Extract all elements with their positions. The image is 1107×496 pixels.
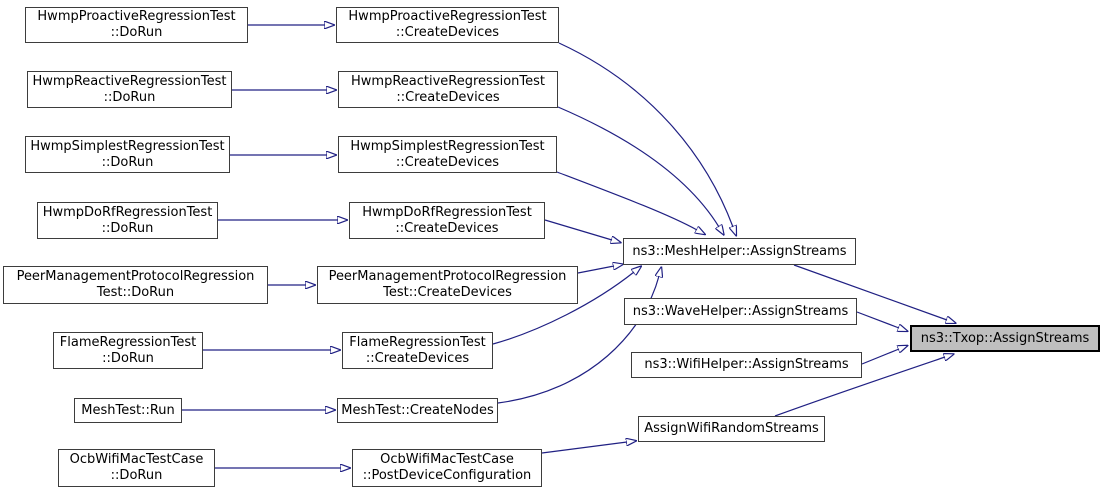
node-meshhelper-assignstreams[interactable]: ns3::MeshHelper::AssignStreams xyxy=(623,238,856,265)
node-hwmp-dorf-dorun[interactable]: HwmpDoRfRegressionTest ::DoRun xyxy=(37,202,218,239)
edge-hwmp-proactive-create-to-meshhelper xyxy=(558,42,733,227)
node-ocb-dorun[interactable]: OcbWifiMacTestCase ::DoRun xyxy=(58,449,215,487)
node-peer-mgmt-dorun[interactable]: PeerManagementProtocolRegression Test::D… xyxy=(3,266,268,304)
node-hwmp-proactive-dorun[interactable]: HwmpProactiveRegressionTest ::DoRun xyxy=(25,7,248,43)
edge-hwmp-reactive-create-to-meshhelper xyxy=(557,106,719,227)
node-ocb-postdeviceconfiguration[interactable]: OcbWifiMacTestCase ::PostDeviceConfigura… xyxy=(352,449,542,487)
node-txop-assignstreams-focus: ns3::Txop::AssignStreams xyxy=(910,325,1100,352)
node-assignwifirandomstreams[interactable]: AssignWifiRandomStreams xyxy=(638,416,825,442)
node-hwmp-simplest-createdevices[interactable]: HwmpSimplestRegressionTest ::CreateDevic… xyxy=(338,136,557,173)
edge-hwmp-dorf-create-to-meshhelper xyxy=(544,219,612,240)
edge-hwmp-simplest-create-to-meshhelper xyxy=(556,171,697,230)
edge-wavehelper-to-txop xyxy=(856,311,899,328)
node-hwmp-dorf-createdevices[interactable]: HwmpDoRfRegressionTest ::CreateDevices xyxy=(349,202,545,239)
node-wavehelper-assignstreams[interactable]: ns3::WaveHelper::AssignStreams xyxy=(624,298,857,325)
edge-peer-mgmt-create-to-meshhelper xyxy=(577,266,614,274)
node-hwmp-reactive-dorun[interactable]: HwmpReactiveRegressionTest ::DoRun xyxy=(27,71,232,108)
node-peer-mgmt-createdevices[interactable]: PeerManagementProtocolRegression Test::C… xyxy=(317,266,578,304)
node-hwmp-proactive-createdevices[interactable]: HwmpProactiveRegressionTest ::CreateDevi… xyxy=(336,7,559,43)
node-mesh-run[interactable]: MeshTest::Run xyxy=(74,398,182,423)
node-mesh-createnodes[interactable]: MeshTest::CreateNodes xyxy=(337,398,498,423)
node-flame-dorun[interactable]: FlameRegressionTest ::DoRun xyxy=(53,332,203,369)
edge-wifihelper-to-txop xyxy=(861,349,899,365)
node-flame-createdevices[interactable]: FlameRegressionTest ::CreateDevices xyxy=(342,332,493,369)
node-hwmp-reactive-createdevices[interactable]: HwmpReactiveRegressionTest ::CreateDevic… xyxy=(338,71,558,108)
node-hwmp-simplest-dorun[interactable]: HwmpSimplestRegressionTest ::DoRun xyxy=(25,136,230,173)
node-wifihelper-assignstreams[interactable]: ns3::WifiHelper::AssignStreams xyxy=(631,352,862,378)
edge-ocb-postdevice-to-assignwifirandom xyxy=(541,442,627,454)
